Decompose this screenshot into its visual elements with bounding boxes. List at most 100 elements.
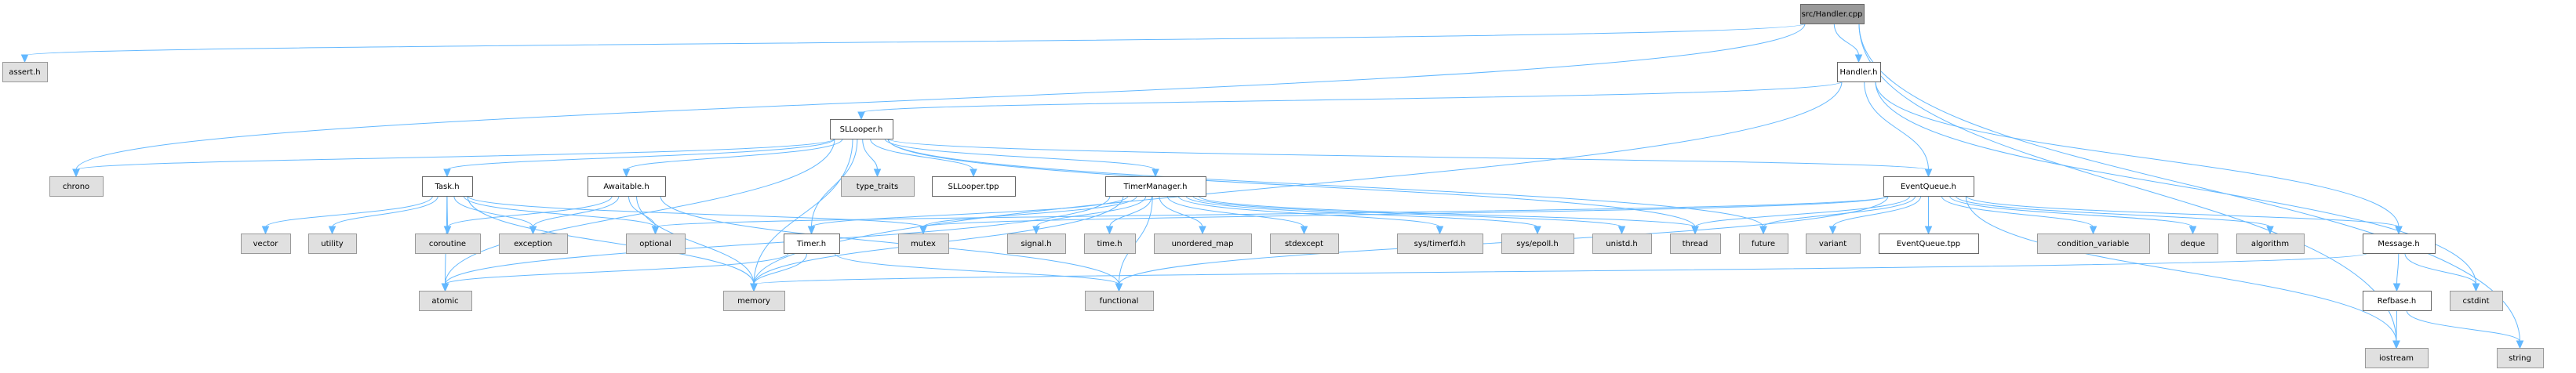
edge-arrowhead (443, 168, 451, 178)
edge-line (2396, 252, 2400, 285)
node-box (2497, 348, 2544, 368)
node-box (1084, 234, 1136, 254)
node-box (241, 234, 291, 254)
node-future: future (1739, 234, 1788, 254)
node-label: string (2509, 354, 2531, 363)
edge-arrowhead (328, 226, 337, 235)
node-sys-timerfd-h: sys/timerfd.h (1397, 234, 1483, 254)
edge-arrowhead (72, 168, 80, 178)
edge-sllooper_h-to-future (887, 138, 1767, 235)
edge-line (860, 81, 1843, 114)
node-box (1154, 234, 1252, 254)
node-box (415, 234, 481, 254)
node-task-h[interactable]: Task.h (422, 176, 473, 197)
edge-arrowhead (441, 283, 449, 292)
edge-line (1833, 23, 1859, 56)
node-box (1837, 62, 1881, 82)
edge-line (1198, 195, 1696, 228)
node-label: mutex (911, 240, 936, 248)
node-eventqueue-h[interactable]: EventQueue.h (1883, 176, 1974, 197)
node-eventqueue-tpp[interactable]: EventQueue.tpp (1879, 234, 1979, 254)
edge-arrowhead (1115, 283, 1123, 292)
node-sllooper-tpp[interactable]: SLLooper.tpp (932, 176, 1016, 197)
edge-line (445, 195, 1111, 285)
node-box (2037, 234, 2150, 254)
node-label: vector (253, 240, 279, 248)
edge-line (869, 138, 974, 171)
node-box (1883, 176, 1974, 197)
edge-task_h-to-utility (328, 195, 438, 235)
edge-arrowhead (1924, 226, 1933, 235)
node-mutex: mutex (898, 234, 949, 254)
edge-timermanager_h-to-signal_h (1032, 195, 1147, 235)
node-atomic: atomic (419, 291, 472, 311)
edge-arrowhead (1534, 226, 1541, 235)
edge-line (445, 138, 835, 285)
edge-line (463, 195, 656, 228)
edge-line (1864, 81, 1929, 171)
node-label: signal.h (1021, 240, 1051, 248)
node-box (626, 234, 686, 254)
node-sys-epoll-h: sys/epoll.h (1501, 234, 1574, 254)
edge-arrowhead (529, 226, 537, 235)
node-timermanager-h[interactable]: TimerManager.h (1105, 176, 1206, 197)
edge-handler_cpp-to-chrono (72, 23, 1806, 178)
edge-line (467, 195, 924, 228)
node-label: chrono (63, 183, 89, 191)
edge-line (467, 195, 755, 285)
edge-arrowhead (857, 111, 865, 121)
edge-arrowhead (2266, 226, 2274, 235)
edge-line (453, 195, 533, 228)
node-box (723, 291, 785, 311)
node-box (499, 234, 568, 254)
edge-refbase_h-to-iostream (2392, 310, 2400, 349)
edge-eventqueue_h-to-mutex (919, 195, 1889, 235)
node-handler-h[interactable]: Handler.h (1837, 62, 1881, 82)
edge-line (1694, 195, 1911, 228)
node-label: Task.h (434, 183, 459, 191)
edge-line (1875, 81, 2476, 285)
edge-arrowhead (2392, 340, 2400, 349)
node-handler-cpp[interactable]: src/Handler.cpp (1800, 4, 1865, 24)
node-timer-h[interactable]: Timer.h (784, 234, 840, 254)
node-box (1085, 291, 1154, 311)
edge-arrowhead (1435, 226, 1444, 235)
node-label: unistd.h (1606, 240, 1637, 248)
node-box (308, 234, 357, 254)
node-label: future (1752, 240, 1775, 248)
edge-line (655, 195, 1889, 228)
node-box (49, 176, 104, 197)
edge-line (811, 195, 1129, 228)
edge-eventqueue_h-to-message_h (1965, 195, 2403, 235)
node-label: src/Handler.cpp (1802, 10, 1863, 19)
edge-arrowhead (2089, 226, 2098, 235)
edge-handler_cpp-to-handler_h (1833, 23, 1863, 63)
edge-sllooper_h-to-task_h (443, 138, 835, 178)
node-label: atomic (431, 297, 458, 306)
node-box (841, 176, 915, 197)
edge-message_h-to-cstdint (2404, 252, 2480, 292)
edge-handler_h-to-message_h (1875, 81, 2403, 235)
node-box (898, 234, 949, 254)
edge-line (753, 138, 853, 285)
edge-sllooper_h-to-atomic (441, 138, 835, 292)
node-box (2236, 234, 2305, 254)
node-sllooper-h[interactable]: SLLooper.h (830, 119, 893, 139)
edge-eventqueue_h-to-iostream (1965, 195, 2400, 349)
edge-timermanager_h-to-sys_timerfd_h (1177, 195, 1444, 235)
node-label: unordered_map (1172, 240, 1234, 248)
node-vector: vector (241, 234, 291, 254)
edge-sllooper_h-to-sllooper_tpp (869, 138, 977, 178)
node-box (2168, 234, 2218, 254)
edge-arrowhead (622, 168, 631, 178)
node-label: condition_variable (2058, 240, 2130, 248)
node-label: sys/epoll.h (1516, 240, 1558, 248)
node-unordered-map: unordered_map (1154, 234, 1252, 254)
node-box (1800, 4, 1865, 24)
edge-line (834, 252, 1119, 285)
node-box (588, 176, 666, 197)
node-functional: functional (1085, 291, 1154, 311)
node-refbase-h[interactable]: Refbase.h (2363, 291, 2432, 311)
node-awaitable-h[interactable]: Awaitable.h (588, 176, 666, 197)
node-message-h[interactable]: Message.h (2363, 234, 2436, 254)
